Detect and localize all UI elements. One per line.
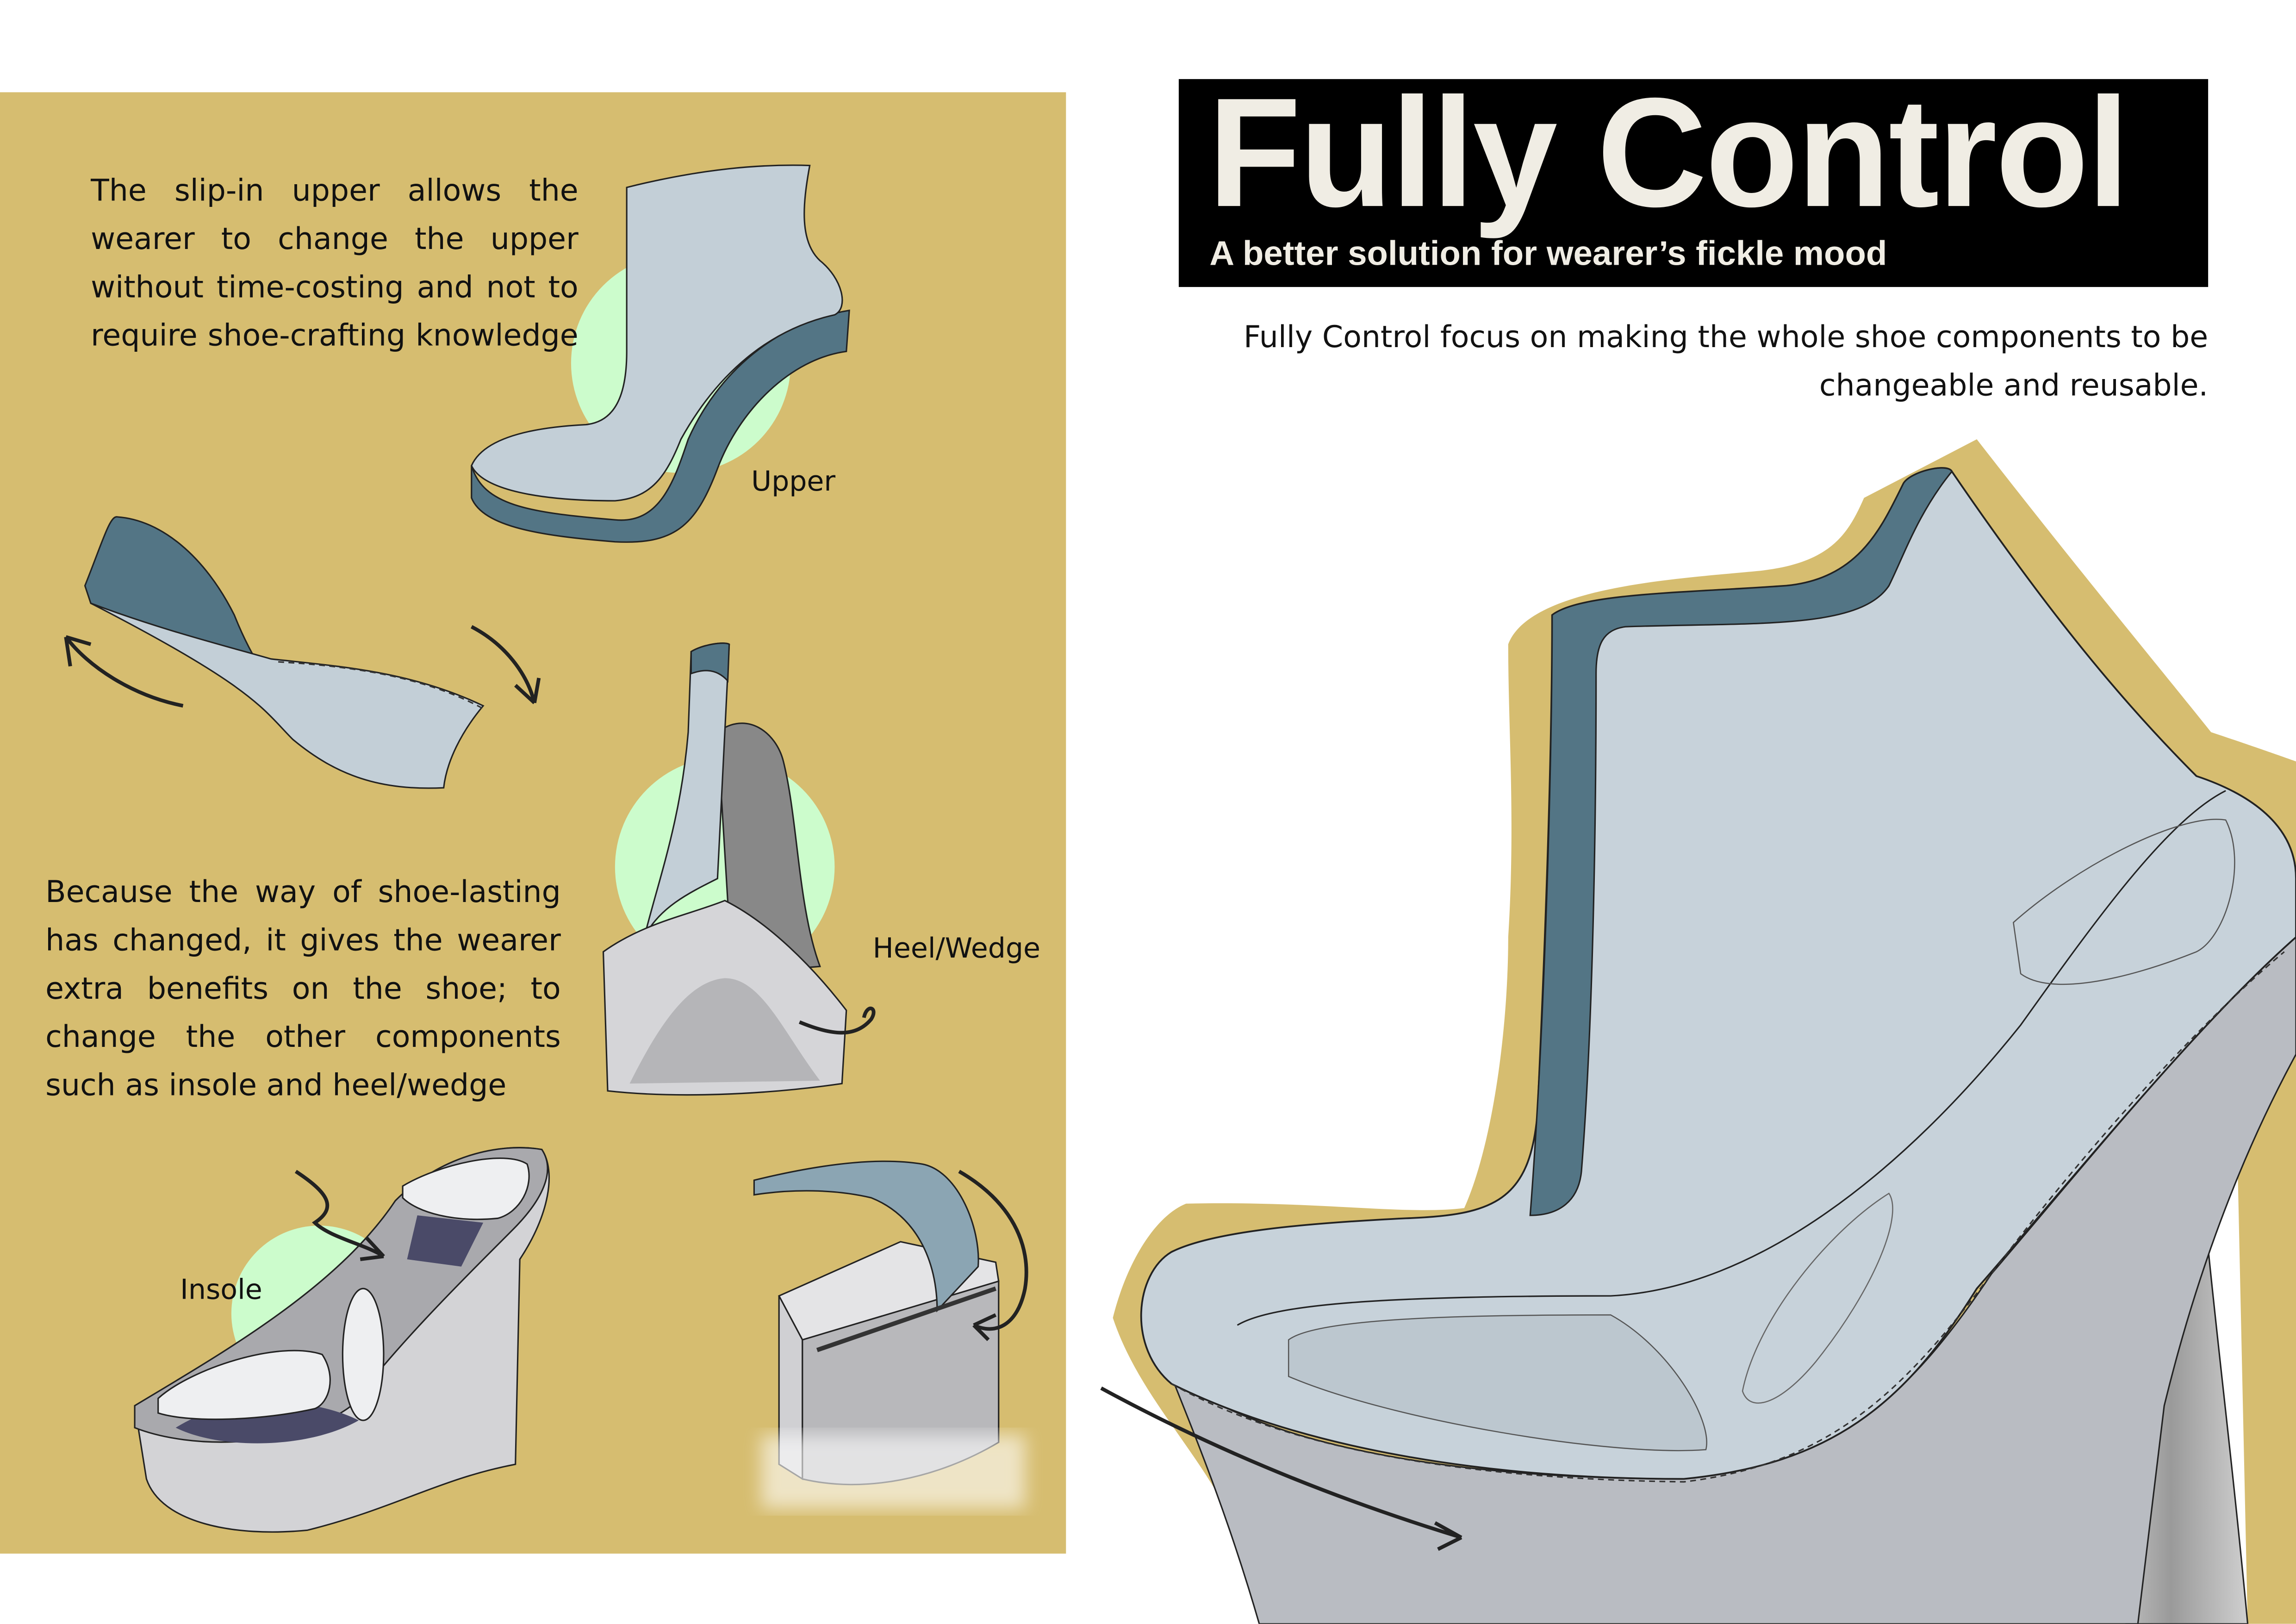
- label-insole: Insole: [180, 1274, 262, 1307]
- rotate-arrow-left: [64, 635, 184, 708]
- page-subtitle: A better solution for wearer’s fickle mo…: [1209, 234, 1887, 273]
- upper-illustration: [471, 164, 850, 543]
- upper-description: The slip-in upper allows the wearer to c…: [91, 167, 579, 361]
- block-slot: [816, 1286, 996, 1352]
- wedge-arch: [629, 978, 820, 1084]
- hero-insole-line: [1237, 790, 2226, 1326]
- text-line: require shoe-crafting knowledge: [91, 317, 579, 353]
- hero-insole-pad: [1288, 1314, 1707, 1451]
- strap: [753, 1160, 979, 1313]
- hero-stitch: [1171, 951, 2285, 1483]
- insole-recess-top: [407, 1215, 484, 1267]
- strip-illustration: [64, 516, 541, 789]
- page-title: Fully Control: [1208, 67, 2129, 241]
- insole-pad-front: [157, 1350, 331, 1420]
- title-block: Fully Control A better solution for wear…: [1178, 67, 2209, 287]
- heel-illustration: [602, 642, 876, 1096]
- block-fade: [761, 1435, 1025, 1508]
- hero-shoe: [1100, 439, 2296, 1624]
- insole-illustration: [134, 1147, 550, 1533]
- wrap-arrow: [958, 1170, 1028, 1341]
- text-line: changeable and reusable.: [1819, 367, 2209, 403]
- concept-description: Fully Control focus on making the whole …: [1244, 313, 2208, 410]
- insole-arrow: [294, 1170, 385, 1261]
- text-line: Because the way of shoe-lasting: [45, 874, 561, 909]
- text-line: extra benefits on the shoe; to: [45, 971, 561, 1006]
- text-line: such as insole and heel/wedge: [45, 1067, 507, 1103]
- lasting-description: Because the way of shoe-lasting has chan…: [45, 868, 561, 1110]
- hero-heel-pad: [2013, 819, 2235, 985]
- insole-pad-back: [402, 1157, 530, 1220]
- wedge-arrow: [798, 1007, 876, 1035]
- hero-arch-pad: [1742, 1192, 1893, 1404]
- hero-upper-lining: [1529, 467, 1953, 1216]
- rotate-arrow-right: [470, 625, 541, 704]
- lasting-block-illustration: [753, 1160, 1028, 1508]
- hero-toe-arrow: [1100, 1386, 1462, 1551]
- upper-sole-layers: [471, 309, 850, 543]
- text-line: The slip-in upper allows the: [91, 173, 579, 208]
- strip-light: [90, 603, 485, 789]
- text-line: has changed, it gives the wearer: [45, 922, 561, 958]
- text-line: Fully Control focus on making the whole …: [1243, 319, 2209, 355]
- label-upper: Upper: [751, 466, 836, 498]
- upper-shell: [471, 164, 843, 502]
- insole-pad-mid: [342, 1288, 385, 1421]
- text-line: change the other components: [45, 1019, 561, 1055]
- text-line: without time-costing and not to: [91, 269, 579, 305]
- label-heel-wedge: Heel/Wedge: [872, 933, 1041, 965]
- heel-counter-top: [690, 642, 730, 683]
- text-line: wearer to change the upper: [91, 221, 579, 256]
